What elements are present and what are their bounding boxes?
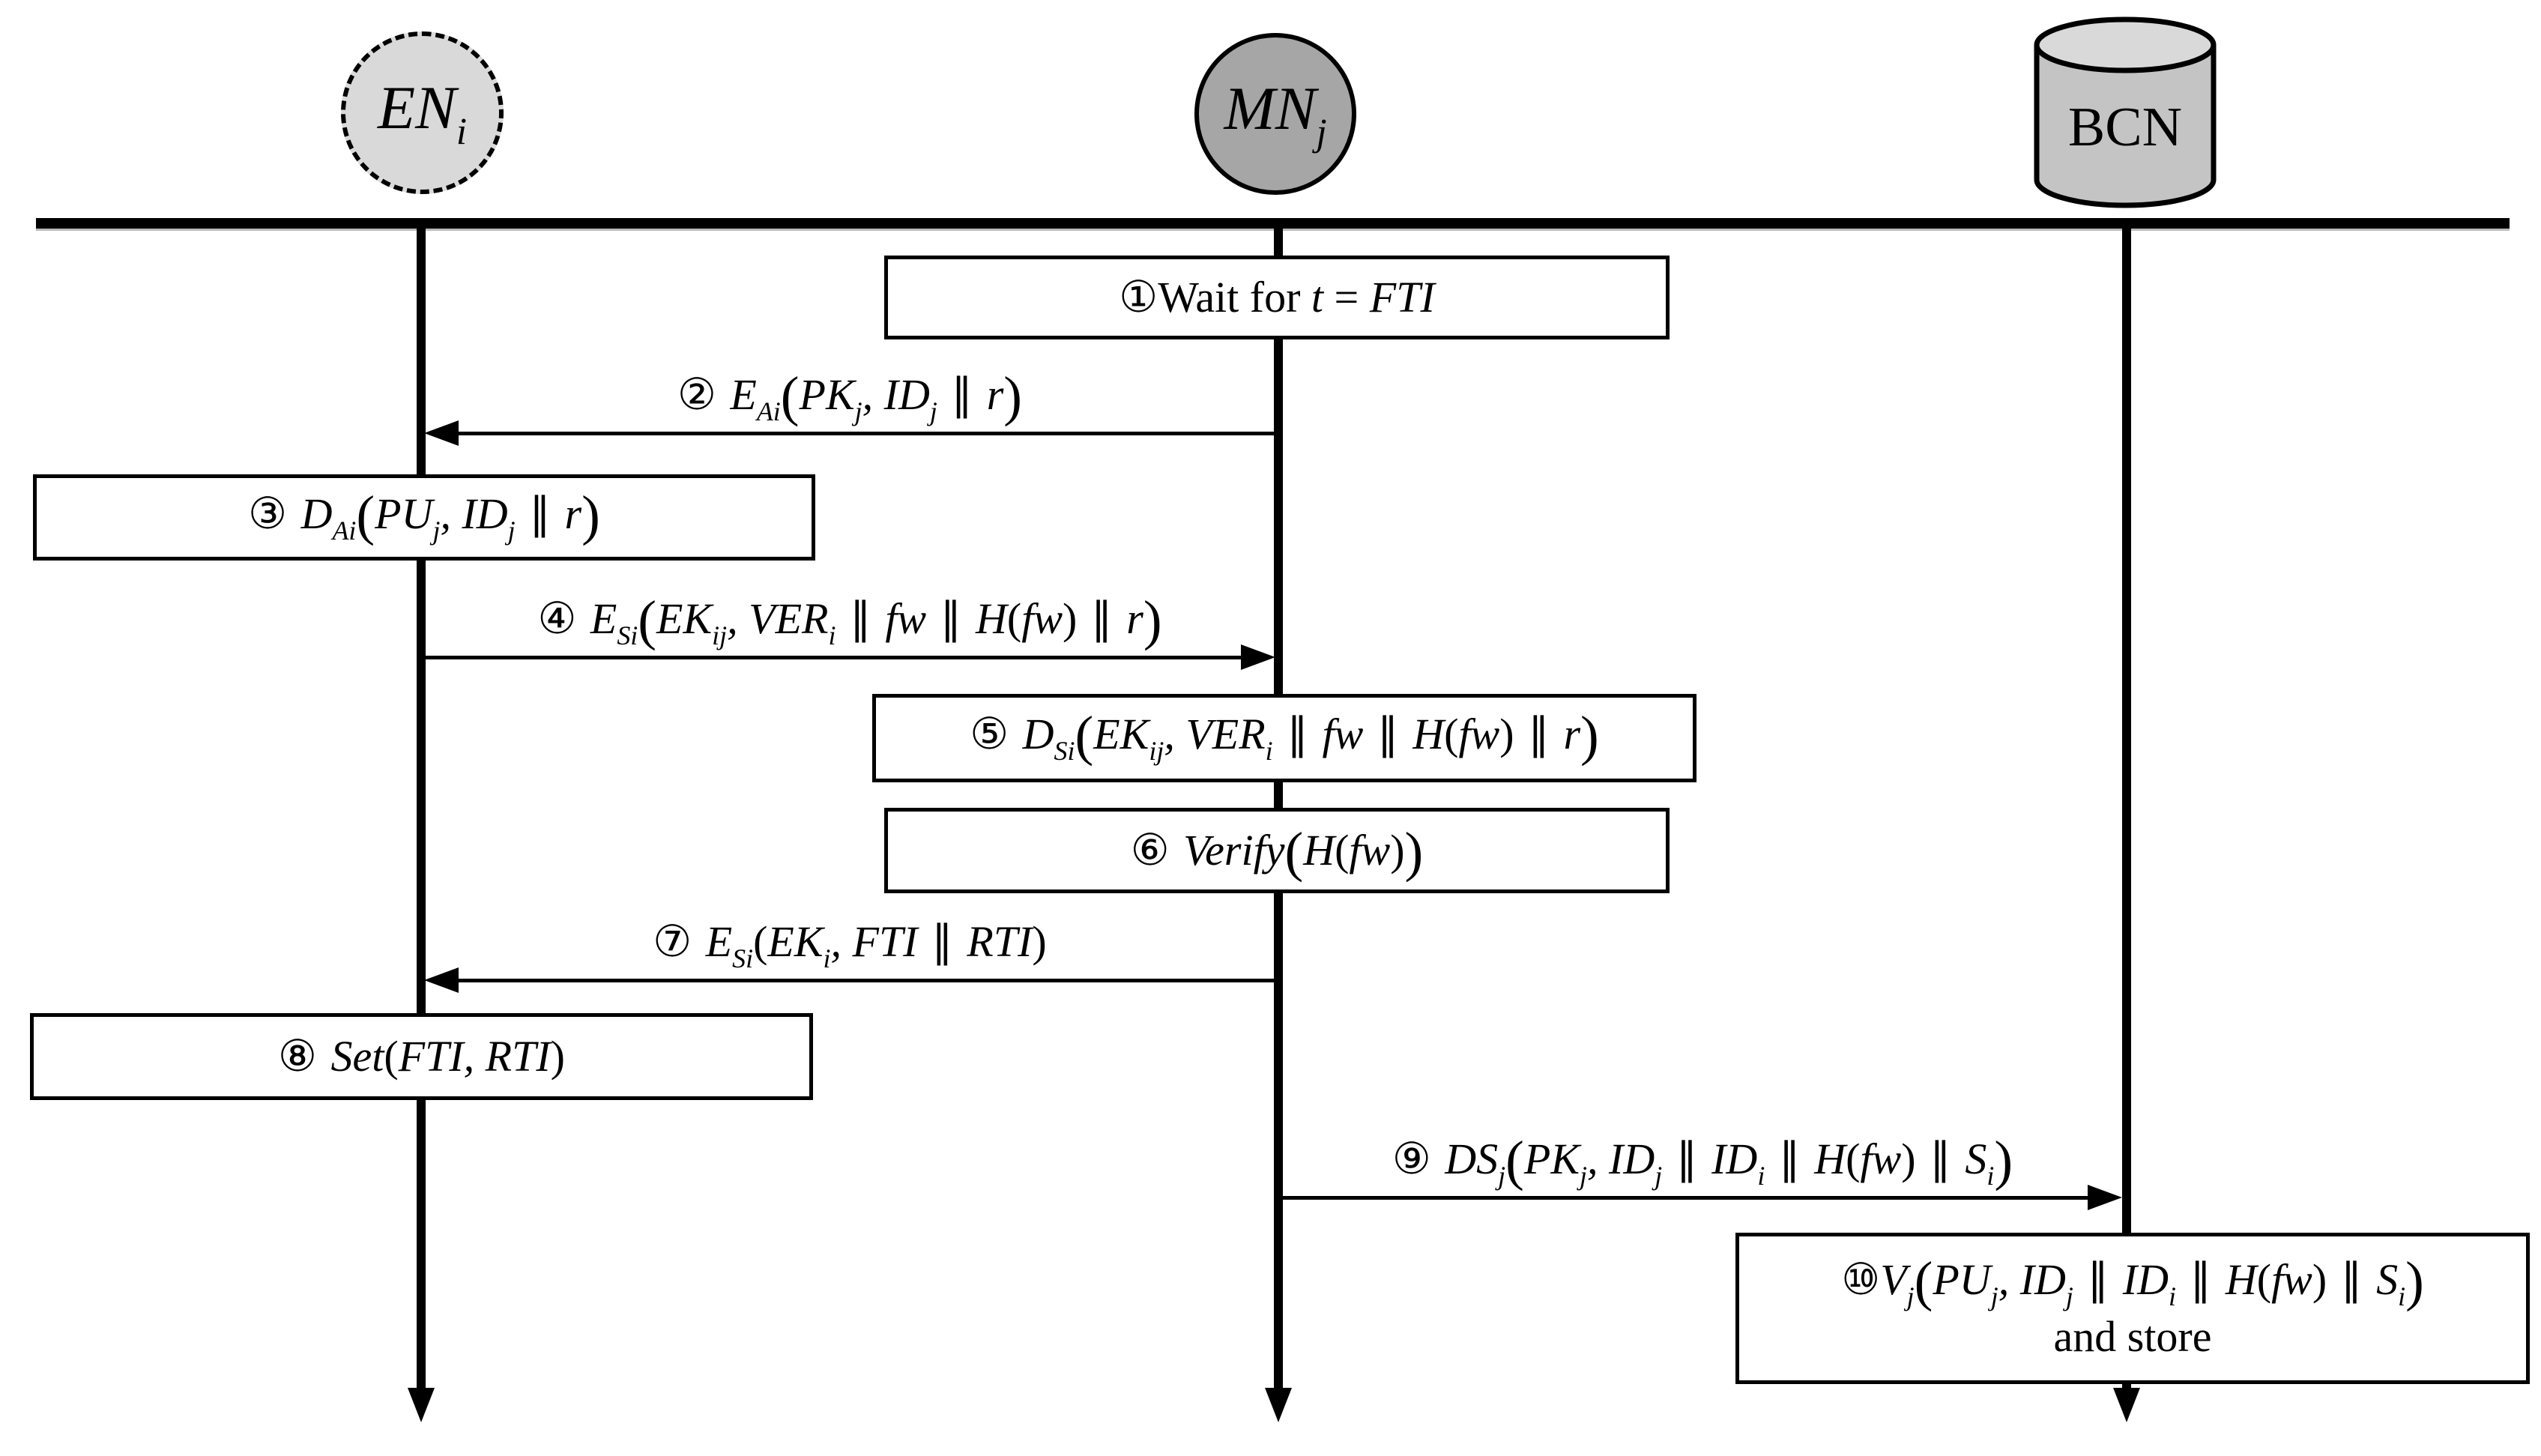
step-3-box: ③ DAi(PUj, IDj ∥ r) — [33, 474, 815, 561]
lifeline-mn — [1274, 225, 1283, 1388]
step-10-box: ⑩Vj(PUj, IDj ∥ IDi ∥ H(fw) ∥ Si) and sto… — [1735, 1233, 2530, 1384]
step-1-text: ①Wait for t = FTI — [1119, 271, 1435, 323]
step-7-arrowhead-icon — [424, 967, 459, 993]
step-7-arrow-line — [451, 979, 1278, 982]
step-5-box: ⑤ DSi(EKij, VERi ∥ fw ∥ H(fw) ∥ r) — [872, 694, 1696, 782]
step-6-box: ⑥ Verify(H(fw)) — [884, 808, 1670, 893]
step-6-text: ⑥ Verify(H(fw)) — [1130, 821, 1424, 883]
lifeline-bcn — [2122, 225, 2131, 1388]
actor-mn-node: MNj — [1194, 33, 1356, 195]
lifeline-bcn-arrowhead-icon — [2113, 1388, 2140, 1422]
step-8-box: ⑧ Set(FTI, RTI) — [30, 1013, 813, 1100]
step-2-arrow-line — [451, 432, 1278, 435]
step-4-label: ④ ESi(EKij, VERi ∥ fw ∥ H(fw) ∥ r) — [537, 590, 1162, 652]
step-4-arrowhead-icon — [1241, 644, 1275, 670]
step-5-text: ⑤ DSi(EKij, VERi ∥ fw ∥ H(fw) ∥ r) — [970, 705, 1599, 767]
database-cylinder-icon — [2034, 16, 2217, 208]
step-9-arrow-line — [1281, 1196, 2091, 1200]
step-10-text: ⑩Vj(PUj, IDj ∥ IDi ∥ H(fw) ∥ Si) — [1841, 1251, 2424, 1313]
step-2-arrowhead-icon — [424, 420, 459, 446]
step-4-arrow-line — [424, 656, 1242, 659]
actor-en-label: ENi — [378, 73, 467, 153]
step-10-text-line2: and store — [2053, 1312, 2212, 1362]
lifeline-mn-arrowhead-icon — [1265, 1388, 1292, 1422]
step-7-label: ⑦ ESi(EKi, FTI ∥ RTI) — [653, 916, 1047, 974]
step-3-text: ③ DAi(PUj, IDj ∥ r) — [248, 485, 600, 547]
lifeline-en-arrowhead-icon — [408, 1388, 435, 1422]
step-9-label: ⑨ DSj(PKj, IDj ∥ IDi ∥ H(fw) ∥ Si) — [1392, 1130, 2013, 1192]
step-9-arrowhead-icon — [2088, 1185, 2122, 1210]
top-frame-bar — [36, 218, 2510, 229]
actor-en-node: ENi — [341, 31, 504, 194]
step-8-text: ⑧ Set(FTI, RTI) — [278, 1030, 565, 1082]
step-2-label: ② EAi(PKj, IDj ∥ r) — [677, 366, 1023, 428]
actor-mn-label: MNj — [1224, 74, 1327, 154]
actor-bcn-label: BCN — [2067, 96, 2183, 158]
step-1-box: ①Wait for t = FTI — [884, 256, 1670, 339]
